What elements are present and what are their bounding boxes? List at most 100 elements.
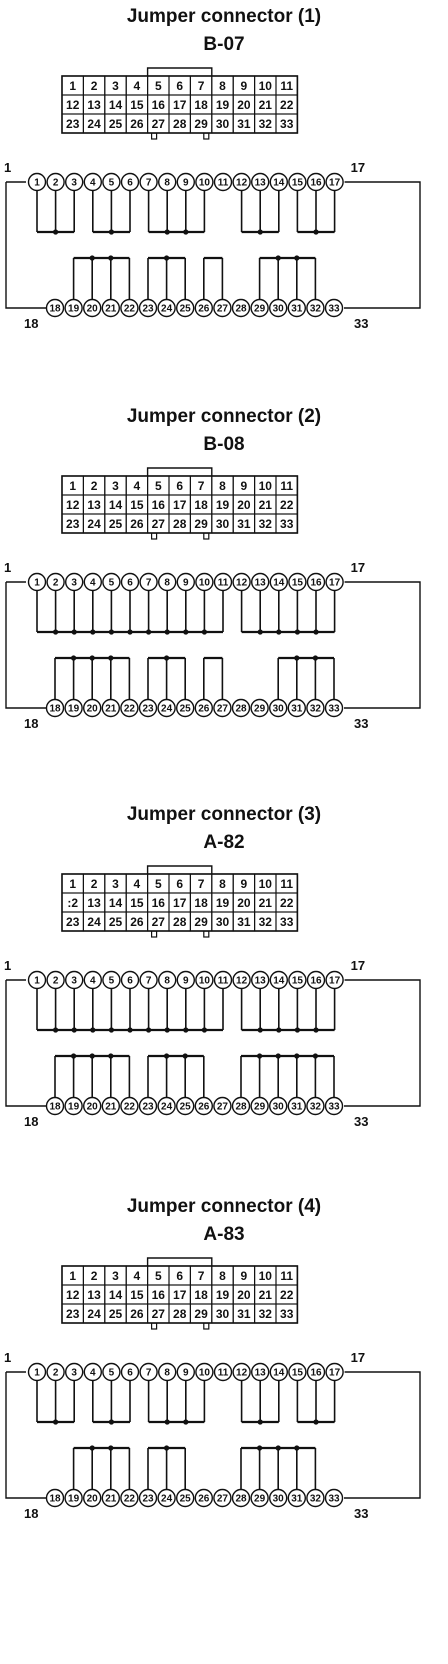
terminal-pin-number: 8 [164,1368,170,1379]
cavity-number: 26 [130,1307,144,1321]
connector-lock-tab [146,467,213,476]
top-jumper-group [36,190,75,235]
edge-pin-label: 33 [354,1114,368,1129]
terminal-pin-number: 26 [198,1494,210,1505]
terminal-pin [64,698,83,718]
cavity-number: 14 [109,896,123,910]
terminal-pin [269,1362,288,1382]
cavity-number: 22 [280,498,294,512]
terminal-pin [101,1488,121,1508]
terminal-pin-number: 14 [273,578,285,589]
terminal-pin-number: 2 [53,178,59,189]
cavity-number: 1 [69,479,76,493]
terminal-pin [194,1096,214,1116]
terminal-pin-number: 22 [124,704,136,715]
cavity-number: 21 [259,896,273,910]
outer-bus-line [5,581,421,709]
junction-dot [53,629,59,635]
cavity-number: 1 [69,877,76,891]
cavity-number: 26 [130,915,144,929]
cavity-number: 19 [216,98,230,112]
terminal-pin [64,298,83,318]
bottom-jumper-group [240,1445,317,1490]
top-jumper-group [92,190,131,235]
junction-dot [257,1053,263,1059]
terminal-pin [83,172,103,192]
terminal-pin-number: 25 [180,1102,192,1113]
junction-dot [275,255,281,261]
cavity-number: 31 [237,915,251,929]
terminal-pin [139,172,158,192]
terminal-pin-number: 27 [217,704,229,715]
terminal-pin [46,572,65,592]
terminal-pin [120,970,140,990]
cavity-number: 6 [176,1269,183,1283]
terminal-pin-number: 1 [34,1368,40,1379]
connector-lock-tab [146,67,213,76]
junction-dot [89,1445,95,1451]
terminal-pin-number: 2 [53,578,59,589]
cavity-number: 13 [87,98,101,112]
cavity-number: 9 [241,1269,248,1283]
terminal-pin [82,698,102,718]
terminal-pin [288,572,307,592]
bottom-jumper-group [258,255,317,300]
terminal-pin-number: 1 [34,976,40,987]
cavity-number: 20 [237,498,251,512]
connector-key-notch [203,532,210,540]
junction-dot [294,655,300,661]
terminal-pin-number: 32 [310,1102,322,1113]
bottom-jumper-group [72,1445,131,1490]
cavity-number: 10 [259,479,273,493]
terminal-pin-number: 18 [49,1494,61,1505]
terminal-pin [138,298,158,318]
cavity-number: 21 [259,498,273,512]
terminal-pin [120,172,140,192]
terminal-pin-number: 6 [127,976,133,987]
cavity-number: 30 [216,915,230,929]
cavity-number: 6 [176,479,183,493]
terminal-pin [232,1362,251,1382]
cavity-number: 27 [152,915,166,929]
terminal-pin [64,572,84,592]
terminal-pin [250,298,269,318]
cavity-number: 10 [259,1269,273,1283]
bottom-jumper-group [147,655,186,700]
junction-dot [108,1419,114,1425]
cavity-number: 8 [219,479,226,493]
terminal-pin-number: 29 [254,304,266,315]
terminal-pin [82,1096,102,1116]
terminal-pin [269,172,288,192]
terminal-pin-number: 30 [273,1494,285,1505]
bottom-jumper-group [203,256,224,300]
cavity-number: 17 [173,896,187,910]
cavity-number: 19 [216,1288,230,1302]
cavity-number: 22 [280,896,294,910]
terminal-pin-number: 17 [329,1368,341,1379]
bottom-jumper-group [72,255,131,300]
terminal-pin-number: 19 [68,304,80,315]
cavity-number: 31 [237,517,251,531]
cavity-number: 9 [241,479,248,493]
terminal-pin-number: 1 [34,578,40,589]
terminal-pin [102,970,121,990]
terminal-pin [194,698,214,718]
terminal-pin [27,1362,47,1382]
cavity-number: 2 [91,877,98,891]
cavity-number: 25 [109,1307,123,1321]
terminal-pin [83,970,103,990]
cavity-number: 7 [198,877,205,891]
junction-dot [108,1445,114,1451]
terminal-pin [138,698,158,718]
terminal-pin-number: 19 [68,704,80,715]
cavity-number: 30 [216,517,230,531]
terminal-pin-number: 27 [217,1102,229,1113]
terminal-pin-number: 23 [142,1102,154,1113]
top-jumper-group [36,590,224,635]
junction-dot [313,1419,319,1425]
terminal-pin-number: 6 [127,178,133,189]
terminal-pin [45,298,65,318]
